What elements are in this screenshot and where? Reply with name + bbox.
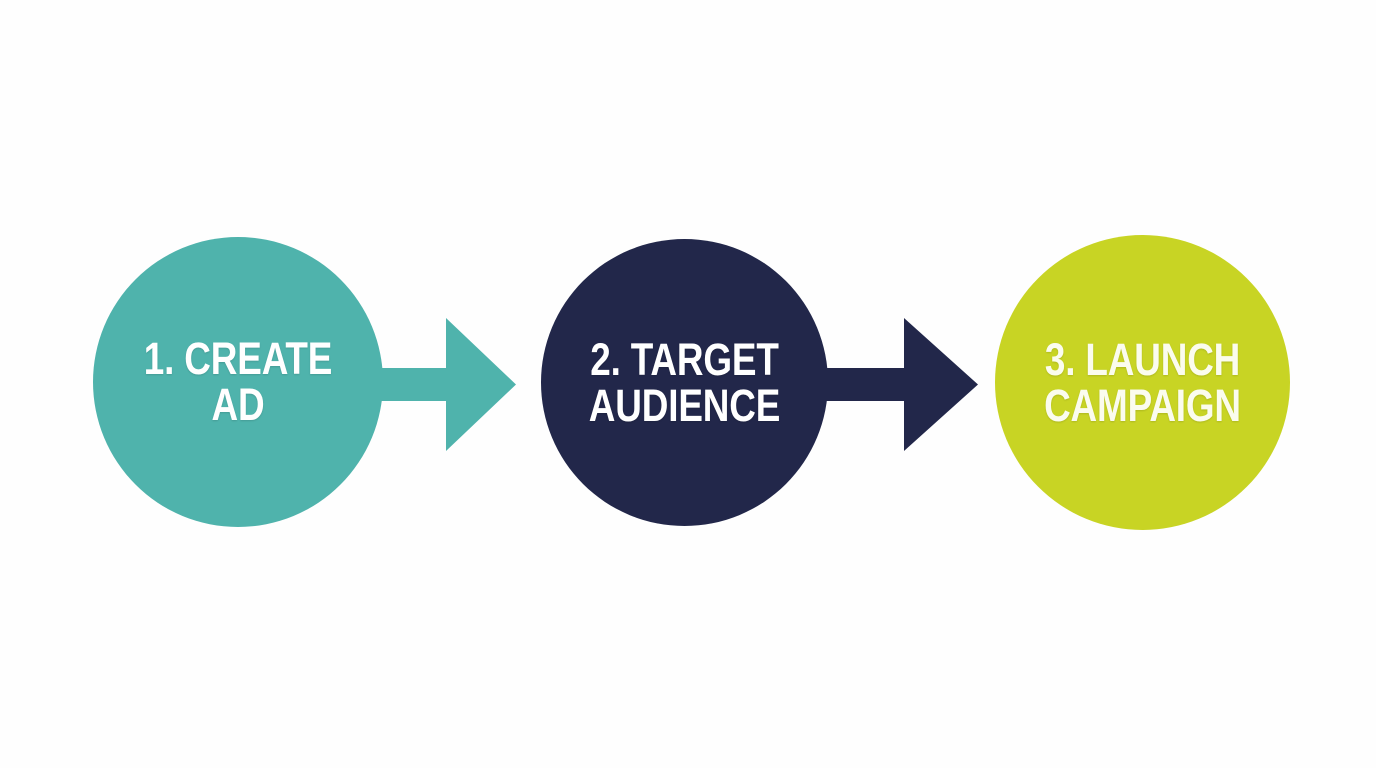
- process-step-label: 3. LAUNCH CAMPAIGN: [1044, 333, 1241, 431]
- process-step-label: 2. TARGET AUDIENCE: [588, 333, 781, 431]
- process-step-label: 1. CREATE AD: [143, 333, 333, 430]
- arrow-right-icon-create-ad-to-target-audience: [372, 312, 520, 457]
- arrow-right-icon-target-audience-to-launch-campaign: [822, 312, 982, 457]
- process-step-launch-campaign[interactable]: 3. LAUNCH CAMPAIGN: [995, 235, 1290, 530]
- process-step-target-audience[interactable]: 2. TARGET AUDIENCE: [541, 239, 828, 526]
- process-step-create-ad[interactable]: 1. CREATE AD: [93, 237, 383, 527]
